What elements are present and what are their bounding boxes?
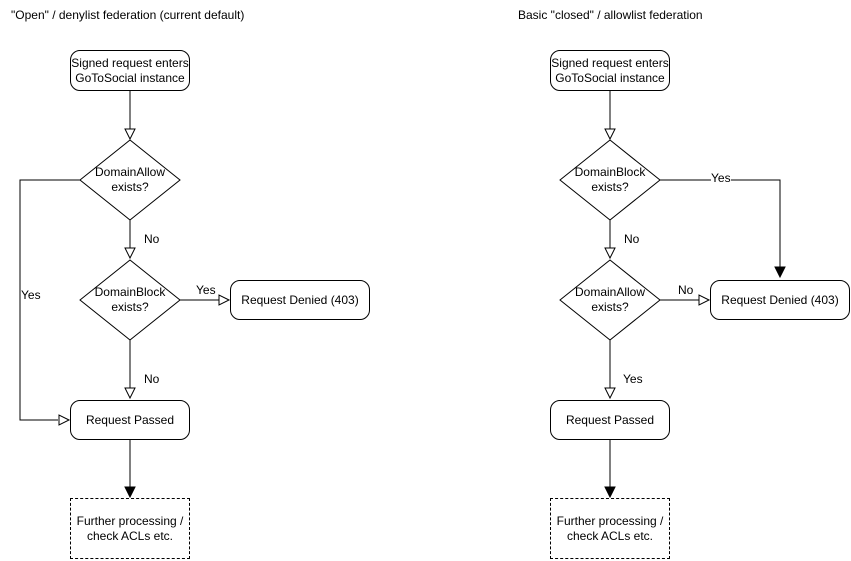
left-arrowhead-allow-no-to-block xyxy=(124,247,136,260)
left-passed-node: Request Passed xyxy=(70,400,190,440)
right-allow-yes-label: Yes xyxy=(623,372,643,387)
left-arrowhead-block-yes-to-denied xyxy=(218,294,231,306)
right-allow-no-label: No xyxy=(678,283,694,298)
right-further-node: Further processing / check ACLs etc. xyxy=(550,498,670,559)
left-arrowhead-block-no-to-passed xyxy=(124,387,136,400)
left-further-node: Further processing / check ACLs etc. xyxy=(70,498,190,559)
right-decision-allow-shape xyxy=(559,259,661,341)
right-arrowhead-allow-no-to-denied xyxy=(698,294,711,306)
left-decision-allow-shape xyxy=(79,139,181,221)
left-edge-allow-yes-to-passed xyxy=(19,179,80,421)
right-block-yes-label: Yes xyxy=(711,171,731,186)
left-block-yes-label: Yes xyxy=(196,283,216,298)
left-allow-yes-label: Yes xyxy=(21,288,41,303)
left-chart-title: "Open" / denylist federation (current de… xyxy=(11,8,245,22)
right-block-no-label: No xyxy=(624,232,640,247)
left-decision-block-shape xyxy=(79,259,181,341)
right-decision-block-shape xyxy=(559,139,661,221)
right-denied-node: Request Denied (403) xyxy=(710,280,850,320)
right-arrowhead-passed-to-further xyxy=(604,486,616,499)
right-passed-node: Request Passed xyxy=(550,400,670,440)
left-arrowhead-allow-yes-to-passed xyxy=(58,414,71,426)
right-chart-title: Basic "closed" / allowlist federation xyxy=(518,8,703,22)
left-denied-node: Request Denied (403) xyxy=(230,280,370,320)
right-arrowhead-allow-yes-to-passed xyxy=(604,387,616,400)
right-arrowhead-block-no-to-allow xyxy=(604,247,616,260)
right-arrowhead-start-to-block xyxy=(604,128,616,141)
left-arrowhead-passed-to-further xyxy=(124,486,136,499)
right-edge-block-yes-to-denied xyxy=(660,179,781,267)
right-arrowhead-block-yes-to-denied xyxy=(774,266,786,279)
left-block-no-label: No xyxy=(144,372,160,387)
right-start-node: Signed request enters GoToSocial instanc… xyxy=(550,50,670,91)
left-start-node: Signed request enters GoToSocial instanc… xyxy=(70,50,190,91)
left-arrowhead-start-to-allow xyxy=(124,128,136,141)
left-allow-no-label: No xyxy=(144,232,160,247)
